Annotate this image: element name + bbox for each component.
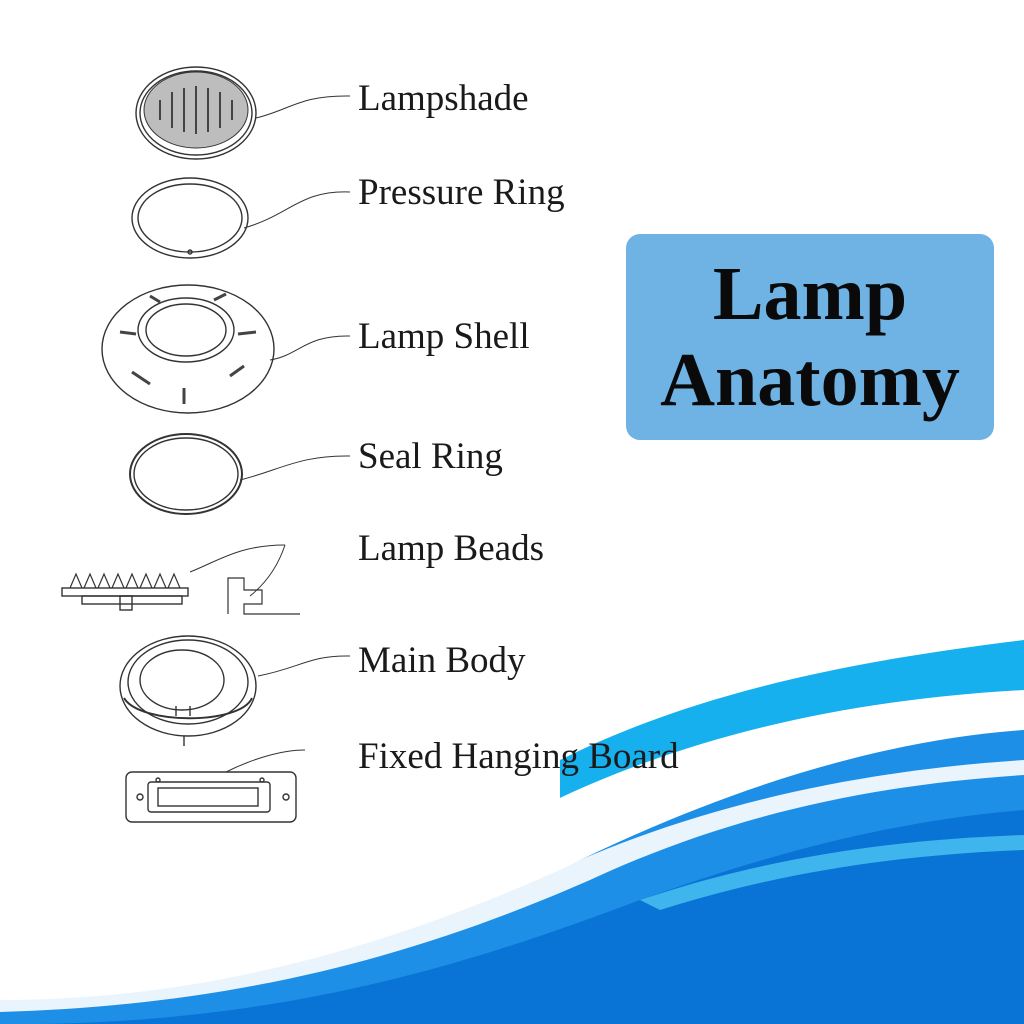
lamp-beads-drawing xyxy=(61,544,300,615)
label-main-body: Main Body xyxy=(358,640,526,681)
main-body-drawing xyxy=(119,635,351,746)
label-lampshade: Lampshade xyxy=(358,78,529,119)
title-box: Lamp Anatomy xyxy=(626,234,994,440)
label-fixed-hanging-board: Fixed Hanging Board xyxy=(358,736,679,777)
wave-light-highlight xyxy=(640,835,1024,910)
label-lamp-beads: Lamp Beads xyxy=(358,528,544,569)
pressure-ring-drawing xyxy=(131,177,351,259)
seal-ring-drawing xyxy=(129,433,351,515)
lamp-shell-drawing xyxy=(101,284,351,414)
label-seal-ring: Seal Ring xyxy=(358,436,503,477)
fixed-hanging-board-drawing xyxy=(125,749,306,823)
label-lamp-shell: Lamp Shell xyxy=(358,316,530,357)
label-pressure-ring: Pressure Ring xyxy=(358,172,565,213)
title-line-2: Anatomy xyxy=(660,338,960,422)
lampshade-drawing xyxy=(135,66,351,160)
title-line-1: Lamp xyxy=(712,252,908,336)
